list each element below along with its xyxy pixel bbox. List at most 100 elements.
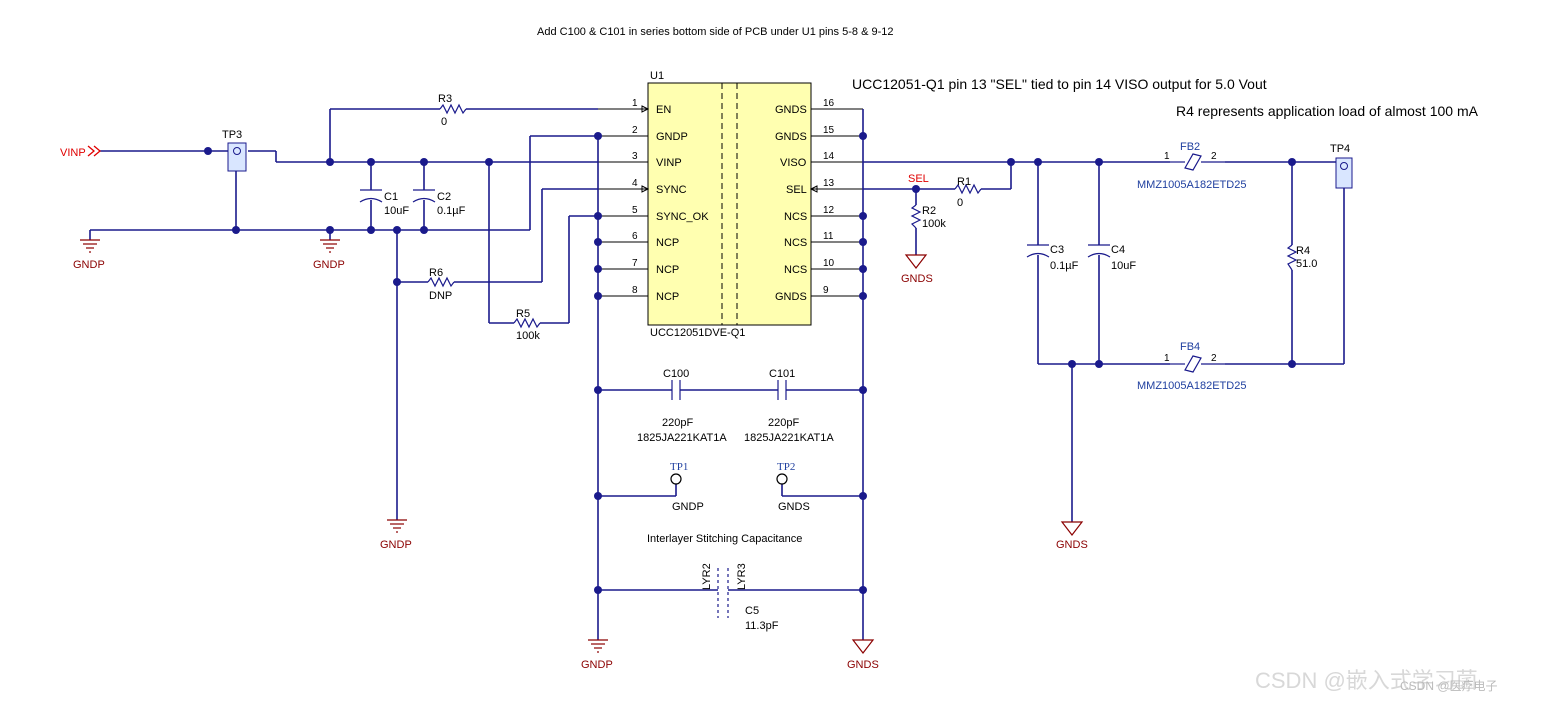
- pin-name: VISO: [780, 157, 807, 169]
- c1-ref: C1: [384, 191, 398, 203]
- gnds-symbol-sel: GNDS: [901, 254, 933, 285]
- sel-net-label: SEL: [908, 173, 929, 185]
- r3-ref: R3: [438, 93, 452, 105]
- fb4-part: MMZ1005A182ETD25: [1137, 380, 1246, 392]
- pin-sync-input-arrow: [641, 185, 650, 193]
- c3-ref: C3: [1050, 244, 1064, 256]
- ferrite-fb4: FB4 1 2 MMZ1005A182ETD25: [1137, 341, 1246, 392]
- pin-en-input-arrow: [641, 105, 650, 113]
- pin-num: 2: [632, 125, 638, 136]
- tp2-label: TP2: [777, 461, 795, 473]
- c100-part: 1825JA221KAT1A: [637, 432, 727, 444]
- gnds-label: GNDS: [901, 273, 933, 285]
- r1-value: 0: [957, 197, 963, 209]
- c4-ref: C4: [1111, 244, 1125, 256]
- pin-num: 6: [632, 231, 638, 242]
- resistor-r5: R5 100k: [513, 308, 541, 342]
- gnds-symbol-bottom: GNDS: [847, 639, 879, 671]
- secondary-wires: [598, 109, 1345, 640]
- pin-num: 10: [823, 258, 835, 269]
- gndp-label: GNDP: [581, 659, 613, 671]
- fb2-pin1: 1: [1164, 151, 1170, 162]
- pin-name: NCP: [656, 237, 679, 249]
- fb2-ref: FB2: [1180, 141, 1200, 153]
- gnds-label: GNDS: [1056, 539, 1088, 551]
- gndp-symbol-r6: GNDP: [380, 519, 412, 551]
- ic-body: [647, 82, 812, 326]
- tp1-label: TP1: [670, 461, 688, 473]
- c4-value: 10uF: [1111, 260, 1136, 272]
- test-point-tp1: TP1 GNDP: [670, 461, 704, 513]
- c3-value: 0.1µF: [1050, 260, 1079, 272]
- stitching-note: Interlayer Stitching Capacitance: [647, 533, 802, 545]
- capacitor-c100: C100 220pF 1825JA221KAT1A: [637, 368, 727, 444]
- pin-name: NCP: [656, 291, 679, 303]
- top-note: Add C100 & C101 in series bottom side of…: [537, 26, 893, 38]
- pin-num: 3: [632, 151, 638, 162]
- resistor-r2: R2 100k: [910, 204, 946, 230]
- capacitor-c4: C4 10uF: [1087, 244, 1136, 272]
- pin-num: 4: [632, 178, 638, 189]
- gndp-label: GNDP: [73, 259, 105, 271]
- pin-num: 12: [823, 205, 835, 216]
- c5-value: 11.3pF: [745, 620, 779, 632]
- gnds-label: GNDS: [847, 659, 879, 671]
- resistor-r3: R3 0: [438, 93, 467, 128]
- gnds-symbol-output: GNDS: [1056, 521, 1088, 551]
- junction-dots: [204, 132, 1296, 594]
- pin-name: GNDS: [775, 104, 807, 116]
- c101-value: 220pF: [768, 417, 799, 429]
- pin-num: 11: [823, 231, 834, 242]
- c101-ref: C101: [769, 368, 795, 380]
- tp4-body: [1335, 157, 1353, 189]
- vinp-arrow-2: [93, 145, 102, 157]
- gndp-label: GNDP: [380, 539, 412, 551]
- resistor-r1: R1 0: [954, 176, 982, 209]
- r4-ref: R4: [1296, 245, 1310, 257]
- fb2-pin2: 2: [1211, 151, 1217, 162]
- r3-value: 0: [441, 116, 447, 128]
- r6-value: DNP: [429, 290, 452, 302]
- pin-name: GNDS: [775, 131, 807, 143]
- primary-wires: [89, 108, 599, 640]
- pin-num: 15: [823, 125, 835, 136]
- pin-sel-input-arrow: [809, 185, 818, 193]
- pin-name: NCP: [656, 264, 679, 276]
- pin-name: SEL: [786, 184, 807, 196]
- capacitor-c101: C101 220pF 1825JA221KAT1A: [744, 368, 834, 444]
- pin-num: 9: [823, 285, 829, 296]
- ic-part: UCC12051DVE-Q1: [650, 327, 745, 339]
- c100-ref: C100: [663, 368, 689, 380]
- pin-name: NCS: [784, 264, 807, 276]
- resistor-r6: R6 DNP: [427, 267, 455, 302]
- fb2-part: MMZ1005A182ETD25: [1137, 179, 1246, 191]
- pin-name: SYNC_OK: [656, 211, 709, 223]
- tp2-net: GNDS: [778, 501, 810, 513]
- tp1-net: GNDP: [672, 501, 704, 513]
- vinp-arrow-1: [87, 145, 96, 157]
- r5-value: 100k: [516, 330, 540, 342]
- capacitor-c5: LYR2 LYR3 C5 11.3pF: [701, 563, 779, 632]
- pin-name: GNDP: [656, 131, 688, 143]
- pin-name: VINP: [656, 157, 682, 169]
- r1-ref: R1: [957, 176, 971, 188]
- c2-value: 0.1µF: [437, 205, 466, 217]
- gndp-symbol-left: GNDP: [73, 239, 105, 271]
- tp3-pad: [233, 147, 241, 155]
- fb4-ref: FB4: [1180, 341, 1200, 353]
- lyr3-label: LYR3: [736, 563, 748, 590]
- test-point-tp2: TP2 GNDS: [776, 461, 810, 513]
- pin-num: 7: [632, 258, 638, 269]
- gndp-label: GNDP: [313, 259, 345, 271]
- capacitor-c3: C3 0.1µF: [1026, 244, 1079, 272]
- watermark-main: CSDN @嵌入式学习菌: [1255, 668, 1478, 693]
- r4-value: 51.0: [1296, 258, 1317, 270]
- pin-num: 14: [823, 151, 835, 162]
- fb4-pin2: 2: [1211, 353, 1217, 364]
- tp3-label: TP3: [222, 129, 242, 141]
- ferrite-fb2: FB2 1 2 MMZ1005A182ETD25: [1137, 141, 1246, 191]
- ic-ref: U1: [650, 70, 664, 82]
